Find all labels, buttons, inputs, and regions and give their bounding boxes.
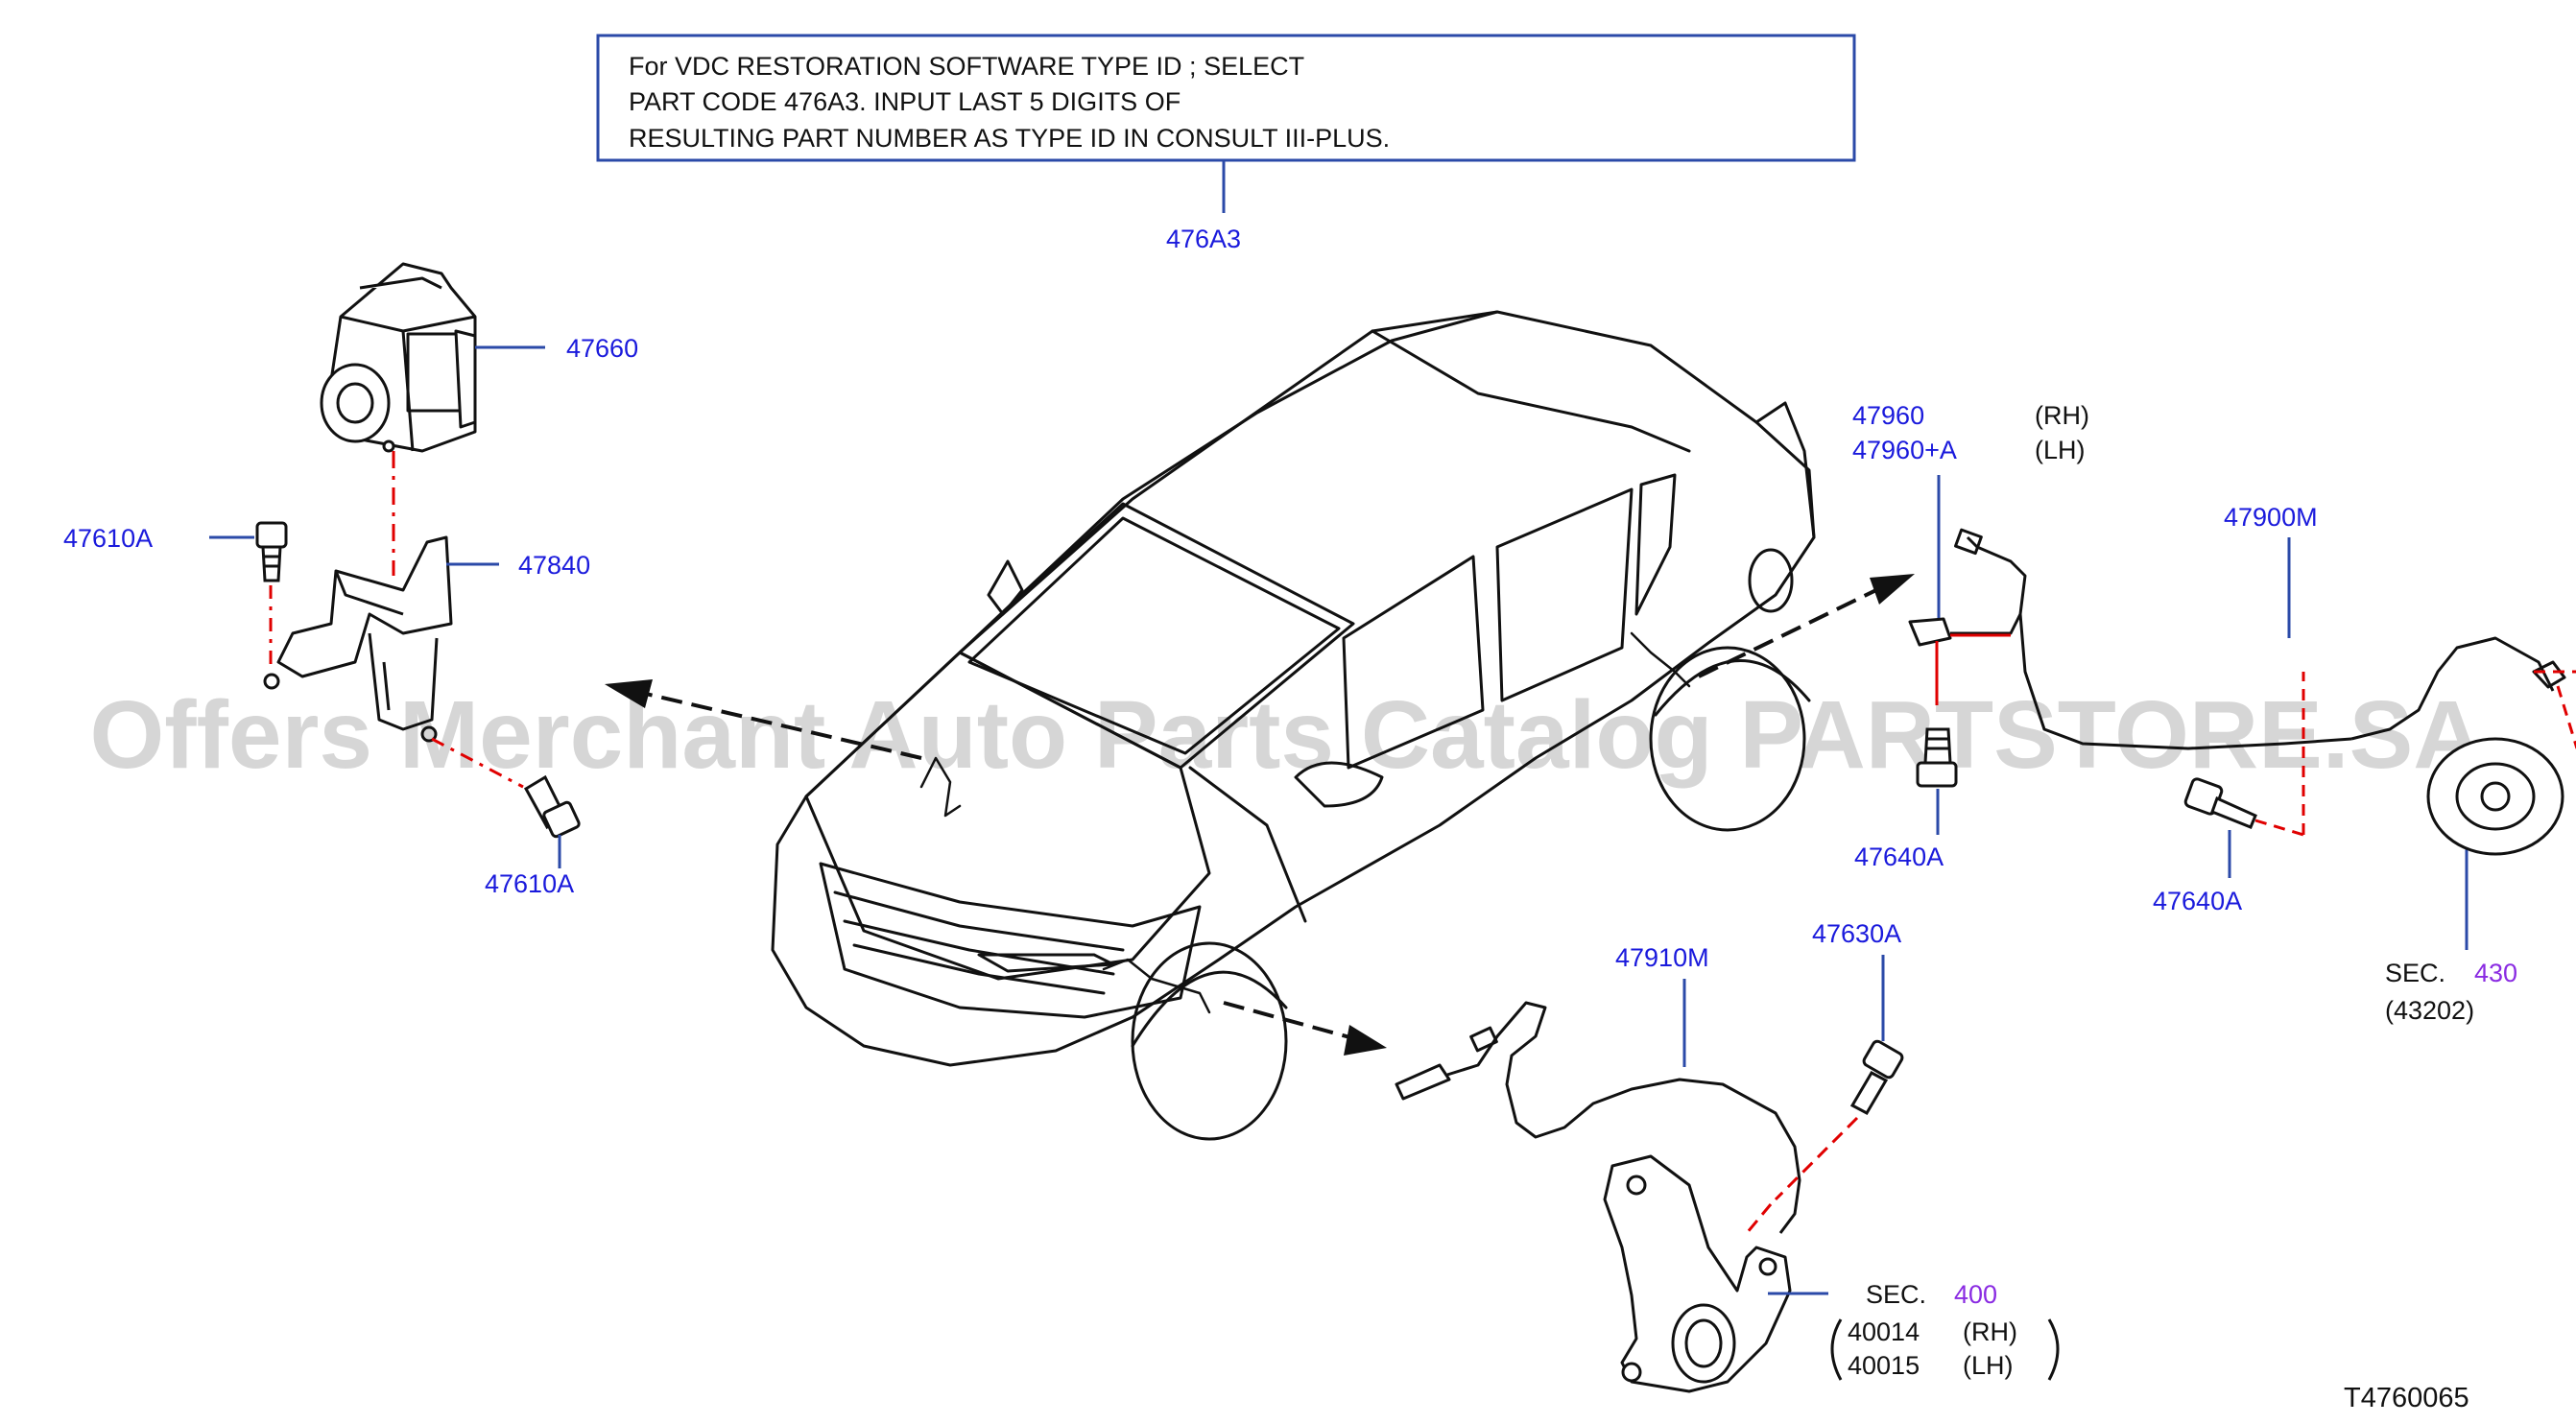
part-label-47910M[interactable]: 47910M bbox=[1615, 943, 1709, 972]
note-line-2: PART CODE 476A3. INPUT LAST 5 DIGITS OF bbox=[629, 87, 1181, 116]
part-label-47610A-bottom[interactable]: 47610A bbox=[485, 869, 574, 898]
abs-actuator-drawing bbox=[320, 262, 545, 453]
arrow-head-left-icon bbox=[605, 679, 653, 708]
note-line-1: For VDC RESTORATION SOFTWARE TYPE ID ; S… bbox=[629, 52, 1304, 81]
bolt-47610A-left-drawing bbox=[255, 521, 288, 582]
part-number-40015[interactable]: 40015 bbox=[1848, 1351, 1920, 1380]
part-label-47640A-right[interactable]: 47640A bbox=[2153, 887, 2242, 915]
sec400-label: SEC. bbox=[1866, 1280, 1926, 1309]
lh-label-40015: (LH) bbox=[1963, 1351, 2014, 1380]
diagram-id: T4760065 bbox=[2344, 1383, 2469, 1413]
sec430-link[interactable]: 430 bbox=[2474, 959, 2517, 987]
rh-label-47960: (RH) bbox=[2035, 401, 2089, 430]
rh-label-40014: (RH) bbox=[1963, 1317, 2017, 1346]
part-label-47630A[interactable]: 47630A bbox=[1812, 919, 1901, 948]
rear-sensor-harness-drawing bbox=[2350, 636, 2566, 741]
actuator-bracket-drawing bbox=[263, 535, 499, 743]
part-label-47640A-mid[interactable]: 47640A bbox=[1854, 843, 1944, 871]
software-note-box: For VDC RESTORATION SOFTWARE TYPE ID ; S… bbox=[596, 34, 1856, 253]
arrow-head-down-icon bbox=[1344, 1025, 1387, 1056]
bolt-47610A-bottom-drawing bbox=[523, 774, 581, 839]
front-sensor-harness-drawing bbox=[1395, 1001, 1801, 1234]
part-number-40014[interactable]: 40014 bbox=[1848, 1317, 1920, 1346]
bolt-47640A-right-drawing bbox=[2183, 777, 2257, 829]
watermark-text: Offers Merchant Auto Parts Catalog PARTS… bbox=[90, 681, 2483, 789]
left-bracket-icon bbox=[1830, 1318, 1843, 1381]
part-label-47960[interactable]: 47960 bbox=[1852, 401, 1924, 430]
sec430-subpart: (43202) bbox=[2385, 996, 2474, 1025]
arrow-head-right-icon bbox=[1870, 574, 1915, 605]
right-bracket-icon bbox=[2047, 1318, 2060, 1381]
rear-hub-drawing bbox=[2426, 737, 2564, 856]
part-label-47660[interactable]: 47660 bbox=[566, 334, 638, 363]
steering-knuckle-drawing bbox=[1603, 1154, 1792, 1393]
sec430-label: SEC. bbox=[2385, 959, 2445, 987]
part-label-476A3[interactable]: 476A3 bbox=[1166, 225, 1241, 253]
part-label-47900M[interactable]: 47900M bbox=[2224, 503, 2318, 532]
bolt-47640A-mid-drawing bbox=[1916, 727, 1958, 788]
vehicle-outline bbox=[771, 310, 1816, 1141]
lh-label-47960A: (LH) bbox=[2035, 436, 2086, 464]
bolt-47630A-drawing bbox=[1849, 1039, 1904, 1116]
part-label-47960A[interactable]: 47960+A bbox=[1852, 436, 1957, 464]
rear-wheel-sensor-drawing bbox=[1908, 528, 2352, 750]
direction-arrows bbox=[605, 574, 1915, 1056]
part-label-47610A-left[interactable]: 47610A bbox=[63, 524, 153, 553]
note-line-3: RESULTING PART NUMBER AS TYPE ID IN CONS… bbox=[629, 124, 1390, 153]
sec400-link[interactable]: 400 bbox=[1954, 1280, 1997, 1309]
part-label-47840[interactable]: 47840 bbox=[518, 551, 590, 580]
